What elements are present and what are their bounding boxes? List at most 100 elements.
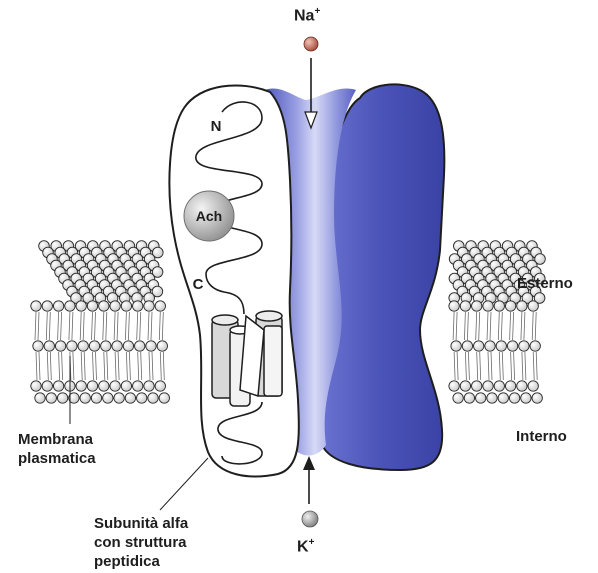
lipid-tail [50,352,51,380]
lipid-head [460,301,470,311]
lipid-tail [128,312,129,340]
lipid-head [496,341,506,351]
lipid-tail [84,352,85,380]
lipid-tail [81,352,82,380]
lipid-tail [498,312,499,340]
lipid-tail [61,312,62,340]
lipid-head [53,381,63,391]
lipid-head [460,381,470,391]
membrane-label-line-1: Membrana [18,430,96,449]
lipid-tail [107,352,108,380]
na-ion [304,37,318,51]
lipid-head [498,393,508,403]
lipid-tail [115,352,116,380]
lipid-head [89,341,99,351]
lipid-head [121,381,131,391]
membrane-label: Membrana plasmatica [18,430,96,468]
lipid-tail [125,312,126,340]
lipid-tail [536,352,537,380]
lipid-head [146,341,156,351]
lipid-head [46,393,56,403]
k-charge: + [309,537,315,548]
lipid-tail [162,312,163,340]
lipid-tail [138,352,139,380]
lipid-tail [468,352,469,380]
lipid-tail [522,352,523,380]
lipid-tail [532,312,533,340]
lipid-head [487,393,497,403]
lipid-head [76,301,86,311]
lipid-tail [456,312,457,340]
lipid-tail [152,352,153,380]
lipid-tail [480,352,481,380]
lipid-tail [499,352,500,380]
k-arrowhead-icon [303,456,315,470]
lipid-head [87,301,97,311]
lipid-tail [118,352,119,380]
lipid-head [135,341,145,351]
na-ion-label: Na+ [294,6,320,25]
lipid-head [121,301,131,311]
lipid-tail [46,312,47,340]
lipid-tail [513,312,514,340]
lipid-tail [524,312,525,340]
lipid-tail [39,352,40,380]
lipid-head [76,381,86,391]
lipid-head [101,341,111,351]
lipid-head [494,381,504,391]
lipid-head [472,301,482,311]
lipid-head [532,393,542,403]
lipid-tail [457,352,458,380]
lipid-head [144,381,154,391]
lipid-tail [159,312,160,340]
k-ion [302,511,318,527]
lipid-tail [491,352,492,380]
lipid-tail [49,312,50,340]
lipid-tail [454,352,455,380]
lipid-head [148,393,158,403]
lipid-tail [141,352,142,380]
lipid-tail [502,352,503,380]
lipid-head [33,341,43,351]
subunit-label-line-1: Subunità alfa [94,514,188,533]
lipid-tail [104,352,105,380]
lipid-head [505,301,515,311]
lipid-head [494,301,504,311]
lipid-tail [59,352,60,380]
lipid-head [530,341,540,351]
lipid-head [519,341,529,351]
lipid-head [505,381,515,391]
lipid-tail [69,312,70,340]
lipid-tail [535,312,536,340]
lipid-head [137,393,147,403]
lipid-tail [83,312,84,340]
lipid-head [451,341,461,351]
lipid-tail [73,352,74,380]
lipid-tail [533,352,534,380]
lipid-tail [96,352,97,380]
lipid-head [65,301,75,311]
lipid-head [42,301,52,311]
lipid-tail [511,352,512,380]
lipid-head [99,381,109,391]
lipid-head [53,301,63,311]
subunit-label-line-3: peptidica [94,552,188,571]
lipid-head [144,301,154,311]
lipid-head [125,393,135,403]
lipid-head [449,301,459,311]
lipid-tail [490,312,491,340]
lipid-tail [160,352,161,380]
lipid-tail [140,312,141,340]
lipid-head [453,393,463,403]
lipid-head [91,393,101,403]
lipid-head [476,393,486,403]
lipid-tail [106,312,107,340]
ach-label: Ach [196,208,222,224]
subunit-leader-line [160,458,208,510]
inside-label: Interno [516,427,567,446]
lipid-head [133,381,143,391]
lipid-tail [464,312,465,340]
lipid-head [99,301,109,311]
lipid-head [521,393,531,403]
lipid-tail [510,312,511,340]
